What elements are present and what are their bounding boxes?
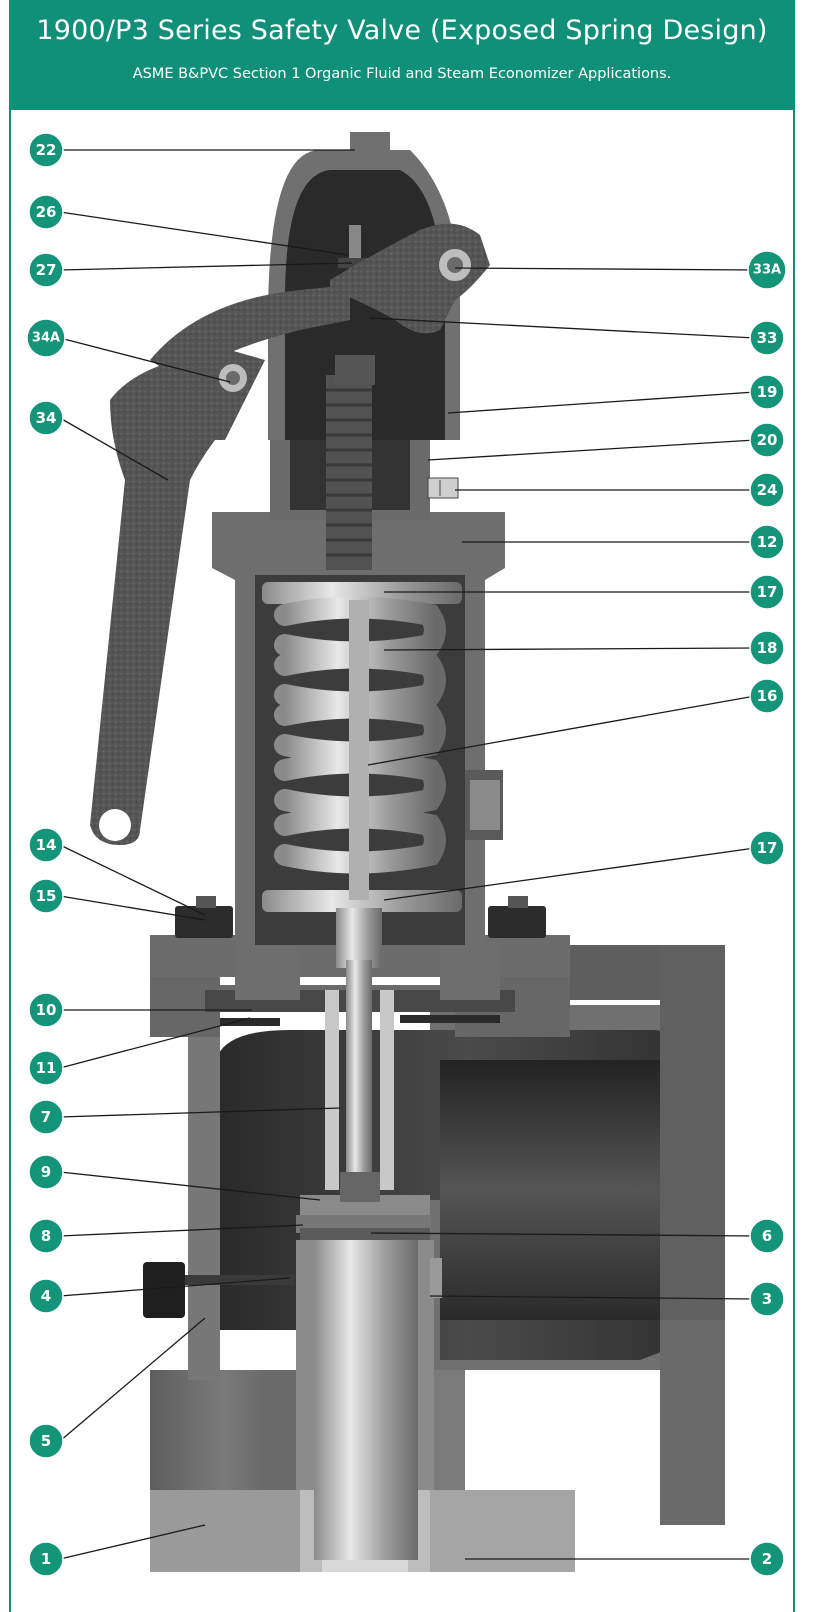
page-subtitle: ASME B&PVC Section 1 Organic Fluid and S… [132,66,672,82]
callout-14-label: 14 [36,836,57,854]
callout-33A: 33A [747,250,787,290]
callout-11: 11 [28,1050,64,1086]
callout-17-upper-label: 17 [757,583,778,601]
spring [262,582,462,912]
callout-34A: 34A [26,318,66,358]
cap [268,132,460,570]
page-title: 1900/P3 Series Safety Valve (Exposed Spr… [36,15,768,46]
callout-2: 2 [749,1541,785,1577]
callout-22-label: 22 [36,141,57,159]
callout-22: 22 [28,132,64,168]
callout-16-label: 16 [757,687,778,705]
callout-9-label: 9 [41,1163,51,1181]
callout-6: 6 [749,1218,785,1254]
callout-9: 9 [28,1154,64,1190]
callout-17-lower: 17 [749,830,785,866]
callout-12-label: 12 [757,533,778,551]
callout-5-label: 5 [41,1432,51,1450]
left-border [9,110,11,1612]
callout-10: 10 [28,992,64,1028]
callout-4-label: 4 [41,1287,51,1305]
callout-34-label: 34 [36,409,57,427]
callout-18: 18 [749,630,785,666]
callout-19-label: 19 [757,383,778,401]
nozzle [296,1240,442,1560]
callout-14: 14 [28,827,64,863]
callout-18-label: 18 [757,639,778,657]
callout-5: 5 [28,1423,64,1459]
callout-7-label: 7 [41,1108,51,1126]
callout-34: 34 [28,400,64,436]
callout-33-label: 33 [757,329,778,347]
callout-6-label: 6 [762,1227,772,1245]
callout-17-upper: 17 [749,574,785,610]
callout-20: 20 [749,422,785,458]
callout-8: 8 [28,1218,64,1254]
callout-1-label: 1 [41,1550,51,1568]
stem [325,908,394,1250]
callout-16: 16 [749,678,785,714]
callout-34A-label: 34A [32,331,60,346]
callout-1: 1 [28,1541,64,1577]
callout-15: 15 [28,878,64,914]
callout-8-label: 8 [41,1227,51,1245]
lift-lever [90,285,350,845]
drain-plug [143,1262,295,1318]
callout-3: 3 [749,1281,785,1317]
callout-4: 4 [28,1278,64,1314]
callout-7: 7 [28,1099,64,1135]
callout-2-label: 2 [762,1550,772,1568]
callout-20-label: 20 [757,431,778,449]
callout-12: 12 [749,524,785,560]
callout-24: 24 [749,472,785,508]
callout-27-label: 27 [36,261,57,279]
callout-3-label: 3 [762,1290,772,1308]
callout-33: 33 [749,320,785,356]
callout-33A-label: 33A [753,263,781,278]
leader-lines [59,149,756,1560]
callout-26-label: 26 [36,203,57,221]
callout-11-label: 11 [36,1059,57,1077]
right-border [793,110,795,1612]
callout-24-label: 24 [757,481,778,499]
header-banner: 1900/P3 Series Safety Valve (Exposed Spr… [9,0,795,110]
callout-10-label: 10 [36,1001,57,1019]
cam [217,223,490,394]
valve-body [150,945,725,1525]
callout-19: 19 [749,374,785,410]
disc-assembly [296,1172,431,1240]
callout-26: 26 [28,194,64,230]
set-screw [427,477,459,499]
callout-15-label: 15 [36,887,57,905]
callout-17-lower-label: 17 [757,839,778,857]
callout-27: 27 [28,252,64,288]
